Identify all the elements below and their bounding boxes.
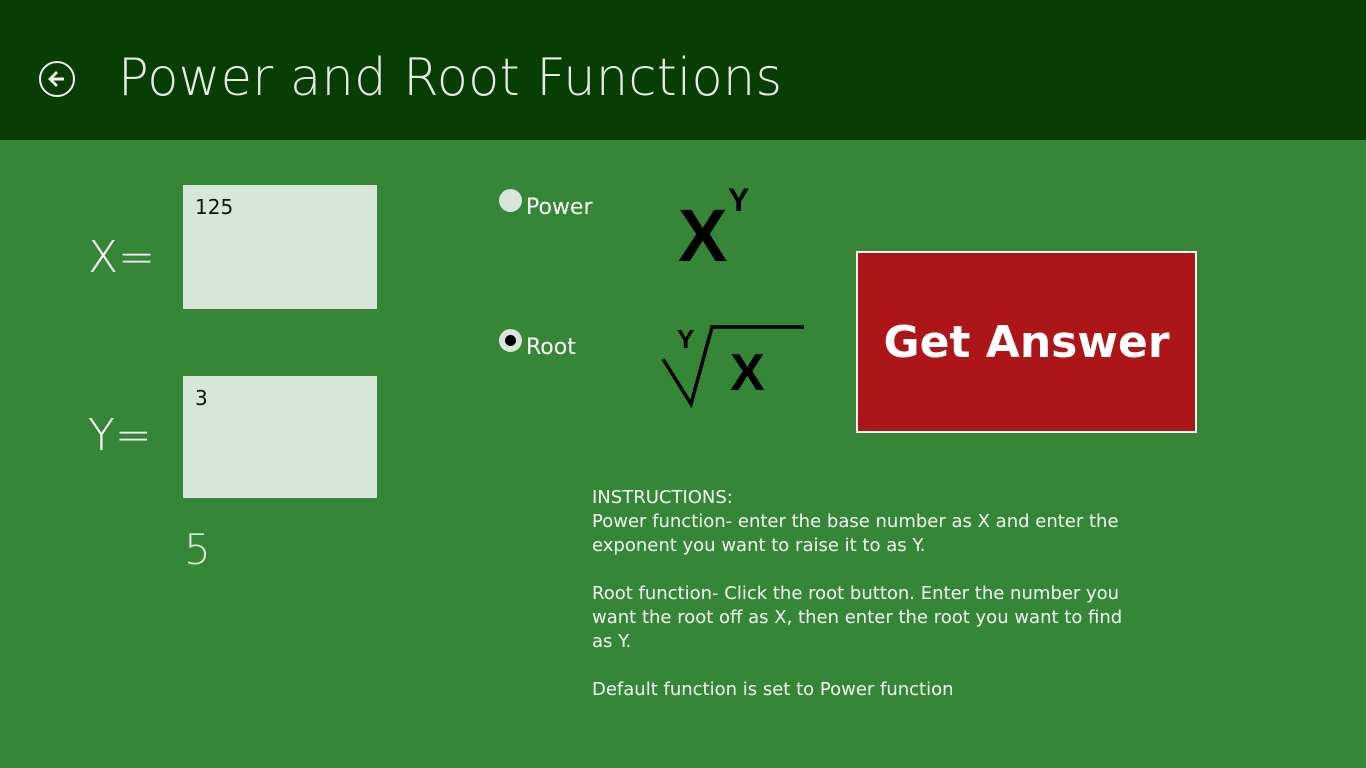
result-value: 5: [184, 525, 211, 574]
root-radio[interactable]: Root: [499, 329, 576, 360]
power-formula-exponent: Y: [728, 182, 750, 218]
power-formula-base: X: [678, 194, 728, 277]
get-answer-button[interactable]: Get Answer: [856, 251, 1197, 433]
radio-unchecked-icon: [499, 189, 522, 212]
arrow-left-icon: [48, 71, 64, 87]
y-label: Y=: [88, 410, 152, 461]
app-header: Power and Root Functions: [0, 0, 1366, 140]
radical-sign-icon: [661, 325, 804, 408]
root-radio-label: Root: [526, 335, 576, 360]
instructions-heading: INSTRUCTIONS:: [592, 487, 733, 508]
y-input[interactable]: 3: [183, 376, 377, 498]
radio-checked-icon: [499, 329, 522, 352]
page-title: Power and Root Functions: [118, 48, 783, 108]
root-formula-index: Y: [677, 324, 695, 354]
power-radio[interactable]: Power: [499, 189, 593, 220]
instructions-default: Default function is set to Power functio…: [592, 679, 954, 700]
x-input[interactable]: 125: [183, 185, 377, 309]
x-label: X=: [88, 232, 156, 283]
power-radio-label: Power: [526, 195, 593, 220]
back-button[interactable]: [39, 61, 75, 97]
root-formula-radicand: X: [730, 344, 765, 402]
instructions-root: Root function- Click the root button. En…: [592, 583, 1123, 652]
instructions-panel: INSTRUCTIONS: Power function- enter the …: [592, 486, 1132, 726]
instructions-power: Power function- enter the base number as…: [592, 511, 1119, 556]
